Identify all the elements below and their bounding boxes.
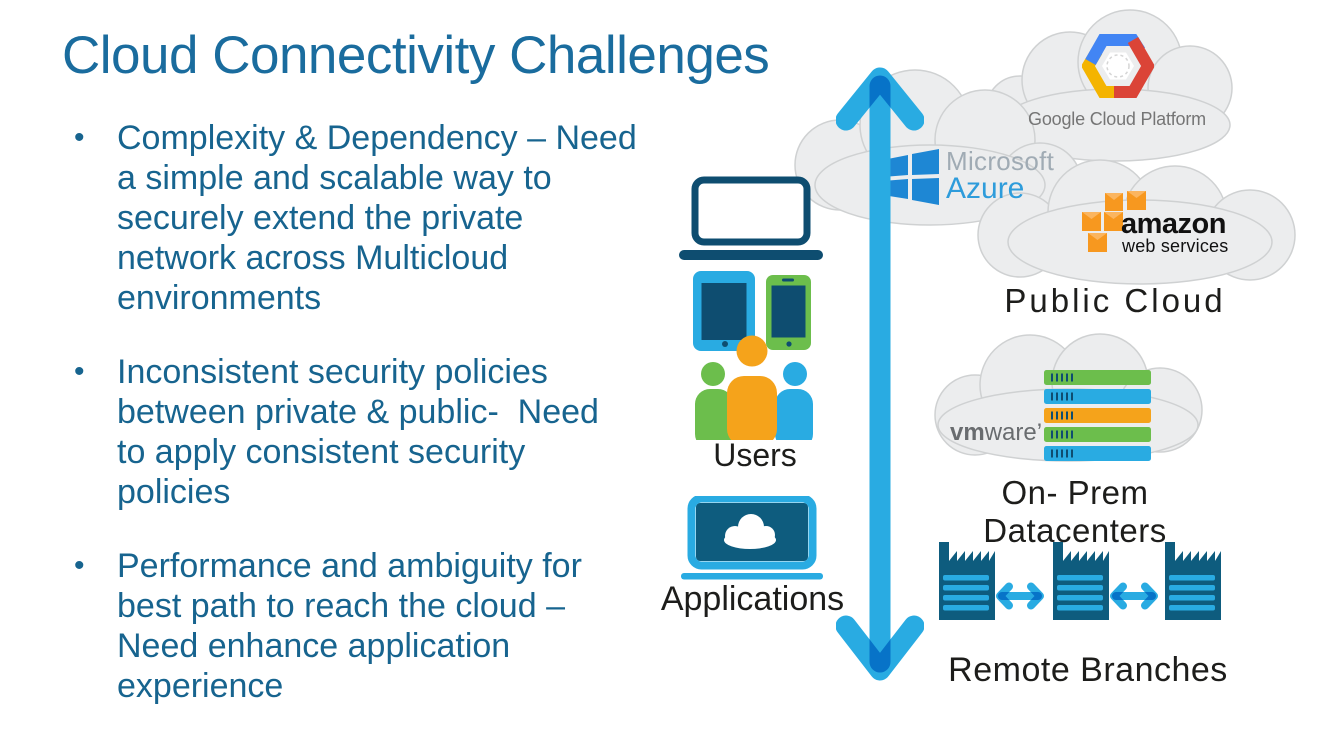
microsoft-wordmark: Microsoft <box>946 146 1055 176</box>
branch-link-arrow-icon <box>996 582 1044 610</box>
bullet-item: Performance and ambiguity for best path … <box>68 546 677 706</box>
onprem-datacenters-label: On- Prem Datacenters <box>983 474 1167 549</box>
aws-logo-icon <box>1082 191 1146 252</box>
branch-building-icon <box>939 542 995 620</box>
gcp-logo-text: Google Cloud Platform <box>1028 109 1206 129</box>
server-stack-icon <box>1044 370 1151 461</box>
amazon-wordmark: amazon <box>1121 208 1226 240</box>
aws-cubes <box>1082 191 1146 252</box>
server-row <box>1044 370 1151 461</box>
page-title: Cloud Connectivity Challenges <box>62 26 770 85</box>
vertical-arrow-icon <box>836 67 924 681</box>
server-vents <box>1051 373 1073 458</box>
bullet-item: Complexity & Dependency – Need a simple … <box>68 118 677 318</box>
laptop-icon <box>679 176 823 260</box>
gcp-logo-icon <box>1082 34 1154 98</box>
users-icon <box>695 335 813 440</box>
tablet-icon <box>693 271 755 351</box>
bullet-item: Inconsistent security policies between p… <box>68 352 677 512</box>
aws-subtext: web services <box>1122 236 1229 256</box>
aws-cloud-shape <box>977 159 1296 285</box>
applications-label: Applications <box>660 580 845 618</box>
users-label: Users <box>713 437 797 473</box>
vmware-wordmark: vmware’ <box>950 419 1043 446</box>
azure-wordmark: Azure <box>946 172 1025 205</box>
branch-link-arrow-icon <box>1110 582 1158 610</box>
public-cloud-label: Public Cloud <box>1004 282 1226 319</box>
phone-icon <box>766 275 811 350</box>
applications-icon <box>681 496 823 580</box>
bullet-list: Complexity & Dependency – Need a simple … <box>68 118 677 740</box>
branch-building-icon <box>1053 542 1109 620</box>
branch-building-icon <box>1165 542 1221 620</box>
remote-branches-label: Remote Branches <box>948 651 1228 689</box>
cloud-shapes <box>794 9 1296 462</box>
